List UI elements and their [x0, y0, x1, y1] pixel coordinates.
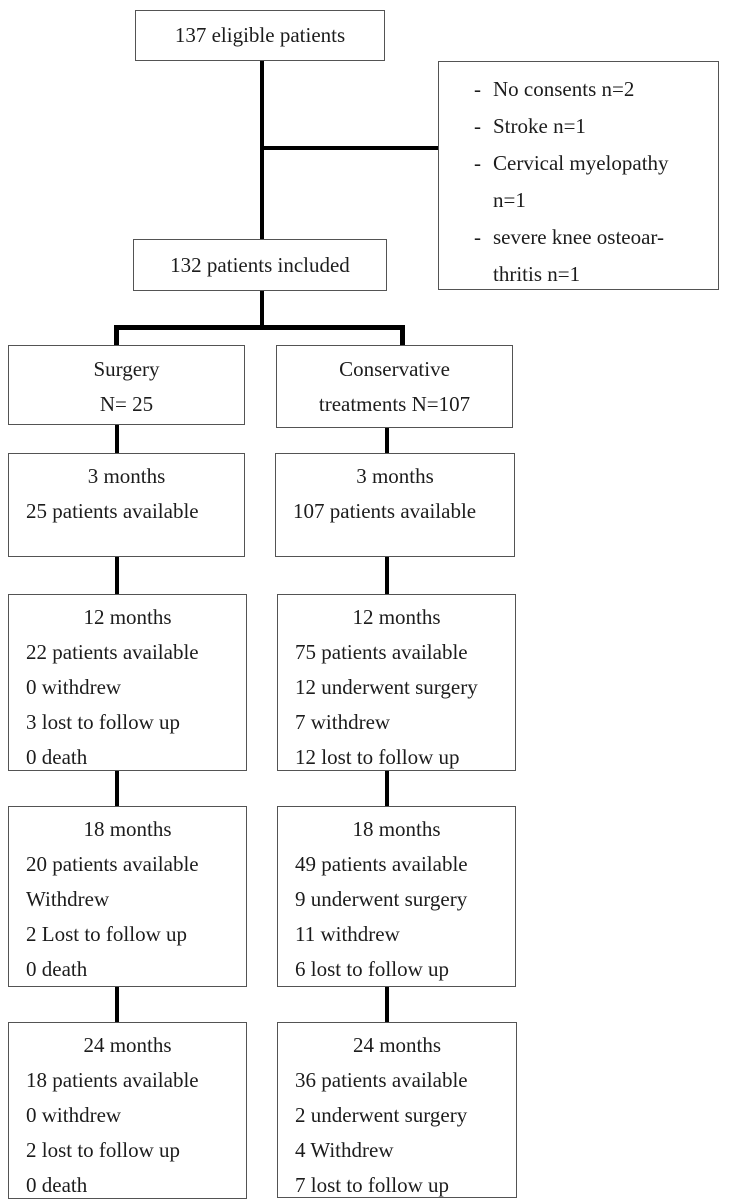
followup-line: 0 death — [26, 745, 88, 769]
followup-line: Withdrew — [26, 887, 110, 911]
followup-line: 22 patients available — [26, 640, 199, 664]
followup-line: 0 withdrew — [26, 675, 122, 699]
followup-title: 18 months — [352, 817, 441, 841]
exclusion-text: No consents n=2 — [493, 77, 635, 101]
conservative-arm-n: treatments N=107 — [318, 392, 471, 416]
surgery-18-months-box: 18 months 20 patients available Withdrew… — [8, 806, 247, 987]
followup-title: 12 months — [352, 605, 441, 629]
followup-line: 12 lost to follow up — [295, 745, 460, 769]
exclusion-text: Cervical myelopathy — [493, 151, 669, 175]
eligible-patients-box: 137 eligible patients — [135, 10, 385, 61]
followup-line: 18 patients available — [26, 1068, 199, 1092]
followup-line: 7 withdrew — [295, 710, 391, 734]
dash-bullet: - — [474, 77, 481, 101]
followup-line: 2 underwent surgery — [295, 1103, 468, 1127]
followup-title: 3 months — [87, 464, 166, 488]
surgery-arm-n: N= 25 — [99, 392, 154, 416]
exclusion-text-wrap: thritis n=1 — [493, 262, 581, 286]
connector-surgery-18m-to-24m — [115, 986, 119, 1023]
conservative-3-months-box: 3 months 107 patients available — [275, 453, 515, 557]
followup-line: 11 withdrew — [295, 922, 400, 946]
eligible-patients-text: 137 eligible patients — [174, 23, 346, 47]
exclusion-text: Stroke n=1 — [493, 114, 586, 138]
included-patients-text: 132 patients included — [170, 252, 350, 277]
followup-title: 24 months — [352, 1033, 442, 1057]
surgery-24-months-box: 24 months 18 patients available 0 withdr… — [8, 1022, 247, 1199]
conservative-18-months-box: 18 months 49 patients available 9 underw… — [277, 806, 516, 987]
connector-eligible-to-included — [260, 61, 264, 240]
followup-line: 2 Lost to follow up — [26, 922, 187, 946]
dash-bullet: - — [474, 114, 481, 138]
followup-line: 25 patients available — [26, 499, 199, 523]
connector-surgery-to-3m — [115, 424, 119, 454]
followup-line: 0 withdrew — [26, 1103, 122, 1127]
followup-line: 9 underwent surgery — [295, 887, 468, 911]
connector-included-down — [260, 291, 264, 329]
conservative-arm-box: Conservative treatments N=107 — [276, 345, 513, 428]
followup-line: 107 patients available — [293, 499, 477, 523]
connector-branch-left-drop — [114, 325, 119, 346]
connector-conservative-3m-to-12m — [385, 556, 389, 595]
included-patients-box: 132 patients included — [133, 239, 387, 291]
exclusion-item: - No consents n=2 — [474, 71, 710, 108]
followup-line: 0 death — [26, 1173, 88, 1197]
conservative-12-months-box: 12 months 75 patients available 12 under… — [277, 594, 516, 771]
connector-to-exclusions — [262, 146, 438, 150]
exclusion-item: - severe knee osteoar- thritis n=1 — [474, 219, 710, 293]
followup-line: 6 lost to follow up — [295, 957, 450, 981]
followup-line: 20 patients available — [26, 852, 199, 876]
followup-title: 12 months — [83, 605, 172, 629]
connector-branch-horizontal — [114, 325, 405, 330]
surgery-3-months-box: 3 months 25 patients available — [8, 453, 245, 557]
exclusions-box: - No consents n=2 - Stroke n=1 - Cervica… — [438, 61, 719, 290]
conservative-24-months-box: 24 months 36 patients available 2 underw… — [277, 1022, 517, 1198]
exclusion-item: - Stroke n=1 — [474, 108, 710, 145]
surgery-arm-title: Surgery — [93, 357, 160, 381]
connector-conservative-18m-to-24m — [385, 986, 389, 1023]
conservative-arm-title: Conservative — [339, 357, 450, 381]
followup-title: 18 months — [83, 817, 172, 841]
followup-line: 0 death — [26, 957, 88, 981]
followup-line: 36 patients available — [295, 1068, 468, 1092]
connector-conservative-12m-to-18m — [385, 770, 389, 807]
dash-bullet: - — [474, 225, 481, 249]
followup-line: 75 patients available — [295, 640, 468, 664]
connector-conservative-to-3m — [385, 427, 389, 454]
followup-title: 24 months — [83, 1033, 172, 1057]
connector-surgery-3m-to-12m — [115, 556, 119, 595]
surgery-12-months-box: 12 months 22 patients available 0 withdr… — [8, 594, 247, 771]
followup-line: 12 underwent surgery — [295, 675, 478, 699]
exclusion-text: severe knee osteoar- — [493, 225, 664, 249]
followup-title: 3 months — [356, 464, 434, 488]
exclusion-item: - Cervical myelopathy n=1 — [474, 145, 710, 219]
followup-line: 4 Withdrew — [295, 1138, 394, 1162]
followup-line: 3 lost to follow up — [26, 710, 181, 734]
connector-surgery-12m-to-18m — [115, 770, 119, 807]
dash-bullet: - — [474, 151, 481, 175]
exclusion-text-wrap: n=1 — [493, 188, 526, 212]
connector-branch-right-drop — [400, 325, 405, 346]
followup-line: 49 patients available — [295, 852, 468, 876]
followup-line: 7 lost to follow up — [295, 1173, 450, 1197]
surgery-arm-box: Surgery N= 25 — [8, 345, 245, 425]
followup-line: 2 lost to follow up — [26, 1138, 181, 1162]
